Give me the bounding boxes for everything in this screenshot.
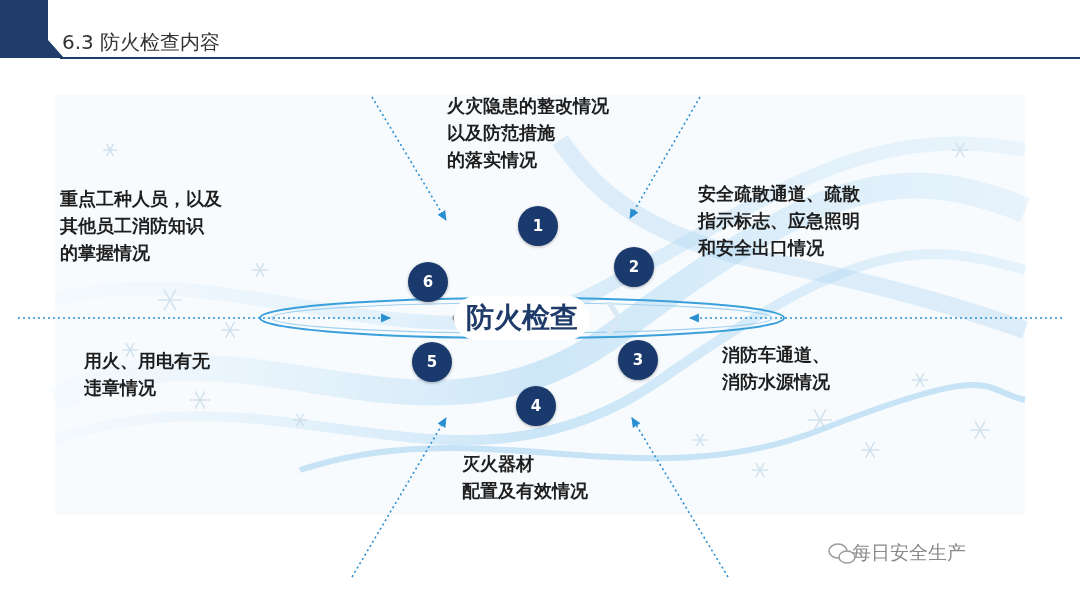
center-title: 防火检查 xyxy=(466,299,578,337)
number-circle: 1 xyxy=(518,206,558,246)
wave xyxy=(560,140,1025,330)
wave xyxy=(300,385,1025,470)
number-circle: 6 xyxy=(408,262,448,302)
callout-number: 3 xyxy=(633,351,643,369)
check-item: 重点工种人员，以及 其他员工消防知识 的掌握情况 xyxy=(60,185,233,266)
callout-number: 1 xyxy=(533,217,543,235)
panel xyxy=(55,95,1025,515)
slide-title: 6.3 防火检查内容 xyxy=(62,30,220,54)
check-item: 用火、用电有无 违章情况 xyxy=(84,347,237,401)
pointer-arrows xyxy=(18,97,1062,577)
callout-number: 5 xyxy=(427,353,437,371)
orbit-ring xyxy=(260,298,784,338)
number-circle: 2 xyxy=(614,247,654,287)
check-item: 灭火器材 配置及有效情况 xyxy=(462,450,597,504)
callout-number: 2 xyxy=(629,258,639,276)
wechat-icon xyxy=(829,544,855,563)
check-item: 消防车通道、 消防水源情况 xyxy=(722,341,857,395)
header-rule xyxy=(60,57,1080,59)
center-pill: 防火检查 xyxy=(454,296,590,340)
check-item: 安全疏散通道、疏散 指示标志、应急照明 和安全出口情况 xyxy=(698,180,871,261)
number-circle: 5 xyxy=(412,342,452,382)
check-item: 火灾隐患的整改情况 以及防范措施 的落实情况 xyxy=(447,92,620,173)
snowflakes xyxy=(103,143,990,477)
number-circle: 4 xyxy=(516,386,556,426)
number-circle: 3 xyxy=(618,340,658,380)
chevron xyxy=(606,302,622,334)
header-block xyxy=(0,0,64,58)
callout-number: 4 xyxy=(531,397,541,415)
callout-number: 6 xyxy=(423,273,433,291)
watermark: 每日安全生产 xyxy=(852,540,966,566)
